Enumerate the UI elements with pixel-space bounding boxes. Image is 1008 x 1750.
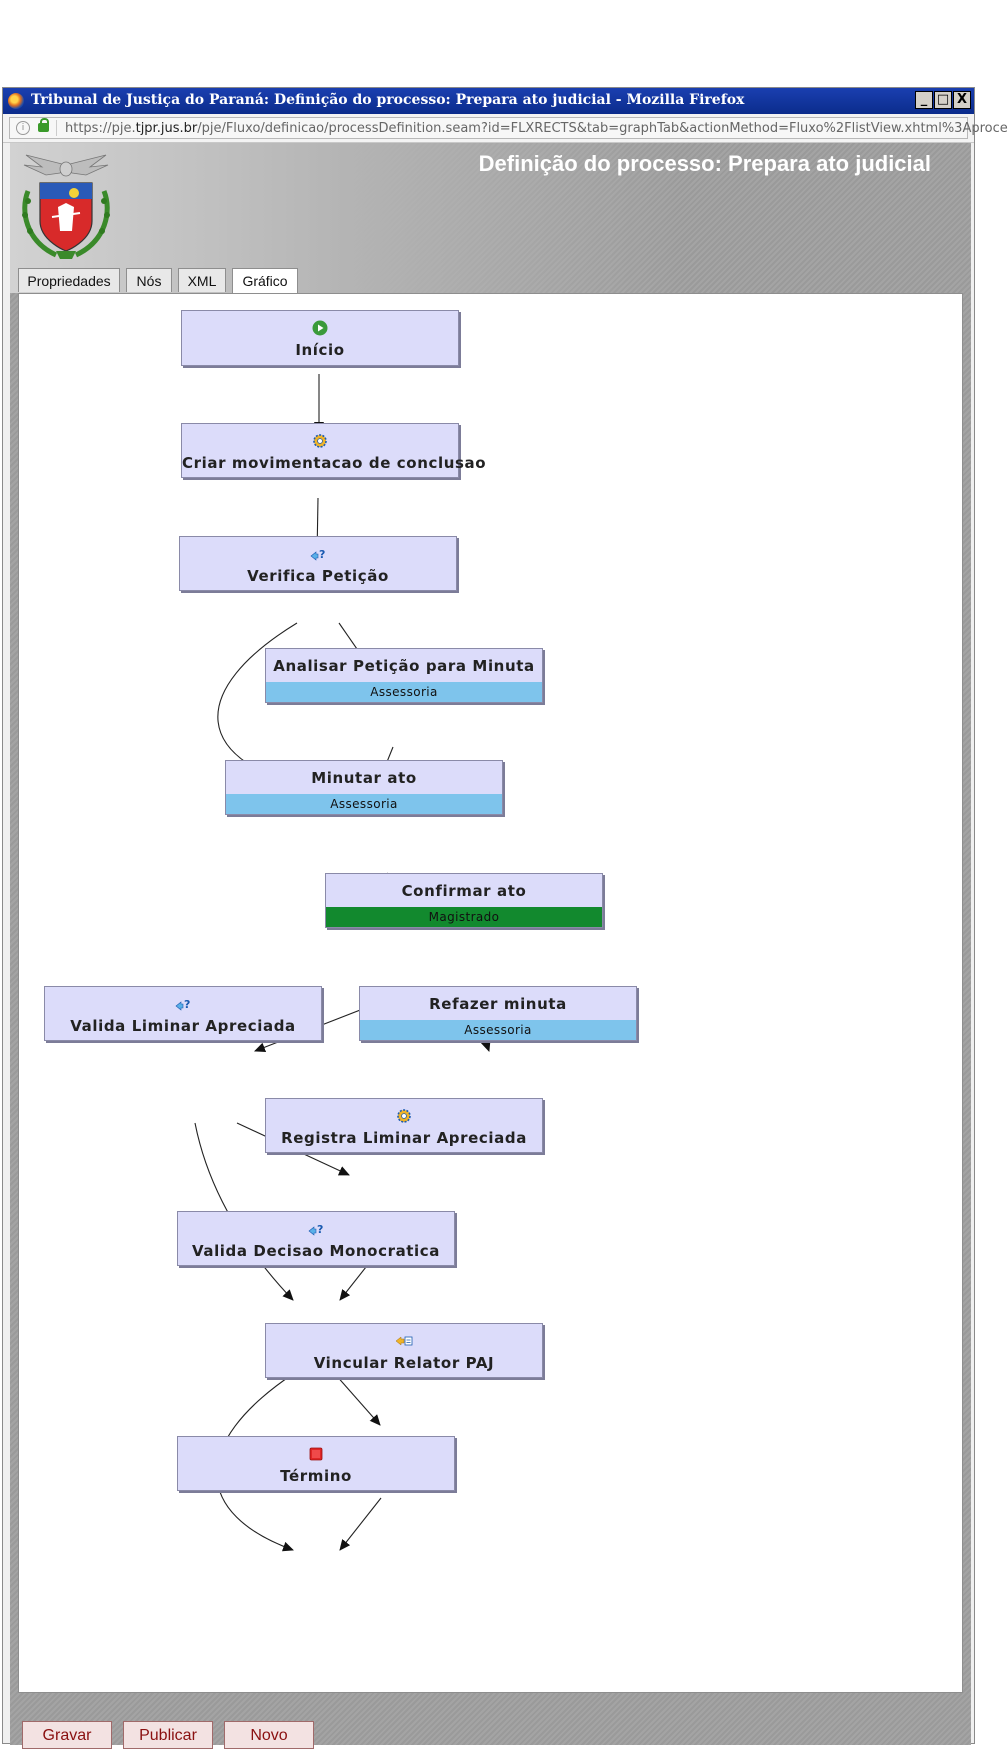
node-valida-liminar[interactable]: ? Valida Liminar Apreciada (44, 986, 322, 1041)
tab-nos[interactable]: Nós (126, 268, 172, 292)
node-inicio[interactable]: Início (181, 310, 459, 366)
page-area: Definição do processo: Prepara ato judic… (10, 143, 971, 1749)
decision-icon: ? (308, 1223, 324, 1236)
url-domain: tjpr.jus.br (135, 121, 198, 136)
end-icon (309, 1447, 323, 1461)
firefox-icon (8, 93, 24, 109)
lock-icon[interactable] (38, 118, 49, 132)
swimlane-badge: Assessoria (226, 794, 502, 814)
swimlane-badge: Assessoria (360, 1020, 636, 1040)
node-label: Registra Liminar Apreciada (281, 1129, 527, 1147)
tab-grafico[interactable]: Gráfico (232, 268, 298, 294)
node-registra-liminar[interactable]: Registra Liminar Apreciada (265, 1098, 543, 1153)
start-icon (312, 320, 328, 336)
node-label: Término (280, 1467, 352, 1485)
tab-propriedades[interactable]: Propriedades (18, 268, 120, 292)
maximize-button[interactable]: □ (934, 91, 952, 109)
node-criar-movimentacao[interactable]: Criar movimentacao de conclusao (181, 423, 487, 478)
node-valida-decisao[interactable]: ? Valida Decisao Monocratica (177, 1211, 455, 1266)
novo-button[interactable]: Novo (224, 1721, 314, 1749)
url-text[interactable]: https://pje.tjpr.jus.br/pje/Fluxo/defini… (65, 121, 1008, 136)
node-label: Início (295, 341, 345, 359)
publicar-button[interactable]: Publicar (123, 1721, 213, 1749)
node-label: Analisar Petição para Minuta (273, 657, 535, 675)
node-label: Criar movimentacao de conclusao (182, 454, 487, 472)
node-refazer-minuta[interactable]: Refazer minuta Assessoria (359, 986, 637, 1041)
node-label: Vincular Relator PAJ (313, 1354, 495, 1372)
minimize-button[interactable]: _ (915, 91, 933, 109)
node-vincular-relator[interactable]: Vincular Relator PAJ (265, 1323, 543, 1378)
subprocess-icon (395, 1336, 413, 1346)
browser-window: Tribunal de Justiça do Paraná: Definição… (2, 87, 1008, 1749)
edge-vincular-termino (339, 1497, 382, 1551)
node-minutar-ato[interactable]: Minutar ato Assessoria (225, 760, 503, 815)
info-icon[interactable]: i (16, 121, 30, 135)
address-bar: i https://pje.tjpr.jus.br/pje/Fluxo/defi… (3, 114, 1008, 143)
page-title: Definição do processo: Prepara ato judic… (478, 151, 931, 176)
node-label: Refazer minuta (429, 995, 567, 1013)
node-verifica-peticao[interactable]: ? Verifica Petição (179, 536, 457, 591)
window-title: Tribunal de Justiça do Paraná: Definição… (31, 92, 745, 108)
node-label: Verifica Petição (247, 567, 389, 585)
close-button[interactable]: X (953, 91, 971, 109)
svg-text:?: ? (184, 998, 191, 1011)
coat-of-arms-logo (22, 154, 110, 259)
node-label: Valida Liminar Apreciada (70, 1017, 296, 1035)
node-label: Minutar ato (311, 769, 417, 787)
gear-icon (397, 1109, 411, 1123)
swimlane-badge: Magistrado (326, 907, 602, 927)
svg-text:?: ? (319, 548, 326, 561)
node-termino[interactable]: Término (177, 1436, 455, 1491)
tab-xml[interactable]: XML (178, 268, 226, 292)
node-confirmar-ato[interactable]: Confirmar ato Magistrado (325, 873, 603, 928)
window-titlebar[interactable]: Tribunal de Justiça do Paraná: Definição… (3, 88, 974, 114)
node-analisar-peticao[interactable]: Analisar Petição para Minuta Assessoria (265, 648, 543, 703)
edge-decisao-vincular (334, 1373, 381, 1426)
gear-icon (313, 434, 327, 448)
url-prefix: https://pje. (65, 121, 136, 136)
address-separator (56, 120, 57, 136)
gravar-button[interactable]: Gravar (22, 1721, 112, 1749)
swimlane-badge: Assessoria (266, 682, 542, 702)
node-label: Valida Decisao Monocratica (191, 1242, 441, 1260)
url-suffix: /pje/Fluxo/definicao/processDefinition.s… (197, 121, 1008, 136)
url-field[interactable]: i https://pje.tjpr.jus.br/pje/Fluxo/defi… (9, 117, 1008, 139)
svg-text:?: ? (317, 1223, 324, 1236)
decision-icon: ? (175, 998, 191, 1011)
node-label: Confirmar ato (401, 882, 527, 900)
decision-icon: ? (310, 548, 326, 561)
graph-panel: Início Criar movimentacao de conclusao ?… (18, 293, 963, 1693)
